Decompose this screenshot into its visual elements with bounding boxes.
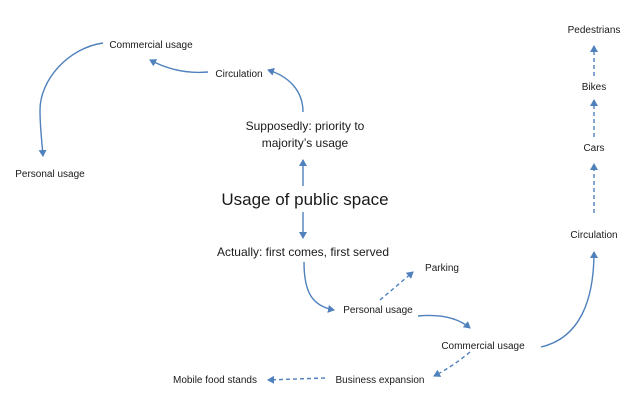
node-supposedly-line2: majority’s usage xyxy=(262,136,349,150)
arrow-actually-to-personal-mid xyxy=(303,261,335,313)
node-bikes: Bikes xyxy=(582,82,606,93)
node-cars: Cars xyxy=(583,143,604,154)
node-personal-usage-left: Personal usage xyxy=(15,169,85,180)
node-parking: Parking xyxy=(425,263,459,274)
node-pedestrians: Pedestrians xyxy=(568,25,621,36)
arrow-business-to-mobile xyxy=(267,375,326,384)
arrow-supposedly-to-circulation xyxy=(267,67,304,113)
node-commercial-usage-bottom: Commercial usage xyxy=(441,341,525,352)
arrow-personal-to-commercial-bottom xyxy=(417,314,471,329)
node-supposedly-line1: Supposedly: priority to xyxy=(246,119,365,133)
node-actually: Actually: first comes, first served xyxy=(217,245,389,259)
node-circulation-top: Circulation xyxy=(215,69,262,80)
node-commercial-usage-top: Commercial usage xyxy=(109,40,193,51)
node-business-expansion: Business expansion xyxy=(336,375,425,386)
node-personal-usage-mid: Personal usage xyxy=(343,305,413,316)
node-mobile-food-stands: Mobile food stands xyxy=(173,375,257,386)
arrow-circulation-to-commercial xyxy=(149,59,209,74)
arrow-commercial-to-circulation-right xyxy=(540,251,598,348)
node-center-usage-public-space: Usage of public space xyxy=(221,190,388,209)
node-circulation-right: Circulation xyxy=(570,230,617,241)
arrow-commercial-to-business xyxy=(433,351,471,377)
arrow-commercial-to-personal xyxy=(38,42,104,157)
arrow-personal-to-parking xyxy=(379,271,414,301)
